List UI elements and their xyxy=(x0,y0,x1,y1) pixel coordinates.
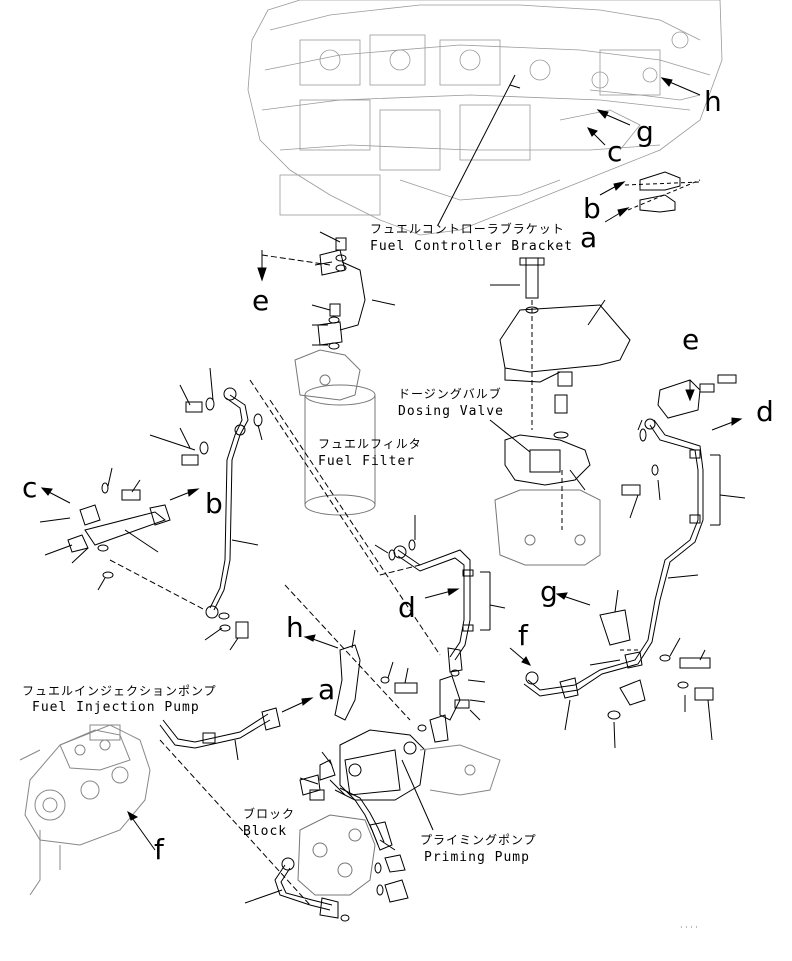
priming-pump-label-jp: プライミングポンプ xyxy=(420,833,537,847)
dosing-valve-label-jp: ドージングバルブ xyxy=(398,387,502,401)
ref-label-f-mid: f xyxy=(518,619,528,652)
ref-label-e-left: e xyxy=(252,284,270,317)
filter-top-pipe xyxy=(257,231,396,350)
pipe-right-assembly xyxy=(523,374,746,749)
ref-label-h-top: h xyxy=(704,85,722,118)
page-mark: · · · · xyxy=(680,923,698,932)
hose-c xyxy=(39,467,206,611)
block-fittings xyxy=(374,854,409,903)
dosing-valve-label-en: Dosing Valve xyxy=(398,404,504,419)
ref-label-d-right: d xyxy=(756,395,774,428)
fuel-filter-label-en: Fuel Filter xyxy=(318,454,416,469)
block-part xyxy=(297,814,376,896)
ref-label-b-mid: b xyxy=(205,487,223,520)
block-label-en: Block xyxy=(243,824,288,839)
engine-block xyxy=(247,0,723,236)
ref-label-b-top: b xyxy=(583,192,601,225)
fuel-controller-bracket-label-jp: フュエルコントローラブラケット xyxy=(370,222,565,236)
priming-pump-label-en: Priming Pump xyxy=(424,850,530,865)
fuel-injection-pump-label-en: Fuel Injection Pump xyxy=(32,700,200,715)
ref-label-g-mid: g xyxy=(540,575,558,608)
priming-pump xyxy=(299,729,501,851)
pipe-b-assembly xyxy=(149,367,421,651)
dashed-connectors xyxy=(269,399,441,721)
top-ref-arrows xyxy=(587,77,701,223)
ref-label-c-left: c xyxy=(22,471,38,504)
fuel-filter-label-jp: フュエルフィルタ xyxy=(318,437,422,451)
ref-label-a-mid: a xyxy=(318,673,336,706)
block-label-jp: ブロック xyxy=(243,807,296,821)
ref-label-c-top: c xyxy=(607,135,623,168)
fuel-injection-pump-label-jp: フュエルインジェクションポンプ xyxy=(22,684,217,698)
fuel-injection-pump xyxy=(19,724,151,896)
ref-label-d-mid: d xyxy=(398,591,416,624)
bracket-leader-line xyxy=(437,74,516,226)
fuel-controller-bracket xyxy=(490,257,631,430)
fuel-filter xyxy=(294,349,376,516)
ref-label-f-bottom: f xyxy=(154,833,164,866)
pipe-d-mid xyxy=(374,515,506,673)
ref-label-a-top: a xyxy=(580,221,598,254)
pipe-bottom xyxy=(244,857,350,922)
fuel-controller-bracket-label-en: Fuel Controller Bracket xyxy=(370,239,574,254)
ref-label-g-top: g xyxy=(636,115,654,148)
ref-label-h-mid: h xyxy=(286,611,304,644)
bracket-h xyxy=(303,629,532,743)
injection-pipe-a xyxy=(127,697,314,906)
ref-label-e-right: e xyxy=(682,323,700,356)
dosing-valve xyxy=(489,394,601,566)
